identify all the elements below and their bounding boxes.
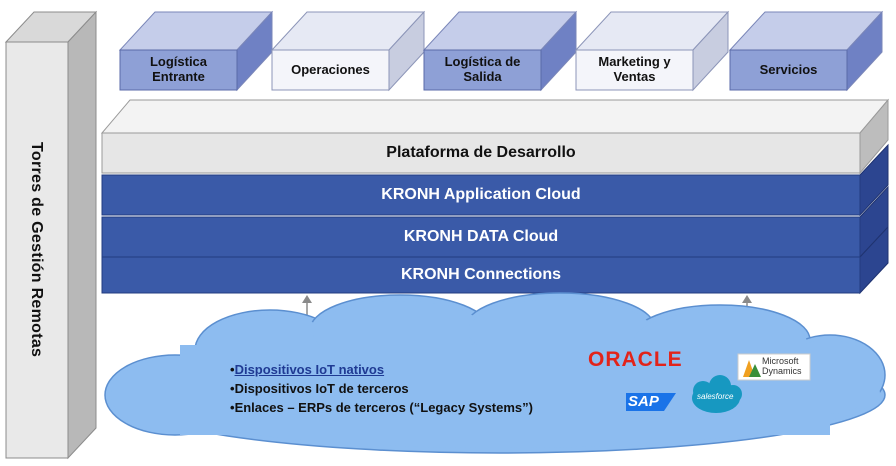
layer-label-data-cloud: KRONH DATA Cloud — [403, 227, 559, 245]
cloud-list-item: •Dispositivos IoT nativos — [230, 362, 385, 377]
sap-logo-shape — [626, 393, 676, 411]
top-block-marketing-ventas — [574, 10, 730, 92]
cloud-item-erps: Enlaces – ERPs de terceros (“Legacy Syst… — [234, 400, 533, 415]
top-block-logistica-salida — [422, 10, 578, 92]
platform-layer — [100, 98, 890, 175]
cloud-list: •Dispositivos IoT nativos •Dispositivos … — [230, 360, 533, 417]
tower-block — [4, 10, 98, 460]
platform-label: Plataforma de Desarrollo — [386, 143, 576, 161]
microsoft-logo-line2: Dynamics — [762, 366, 802, 376]
cloud-list-item: •Enlaces – ERPs de terceros (“Legacy Sys… — [230, 400, 533, 415]
top-block-line2: Salida — [463, 69, 502, 84]
layer-data-cloud — [101, 185, 889, 259]
salesforce-logo: salesforce — [697, 392, 734, 401]
top-block-line1: Logística — [149, 54, 208, 70]
tower-label: Torres de Gestión Remotas — [28, 142, 45, 358]
layer-connections — [101, 225, 889, 295]
salesforce-logo-shape — [692, 375, 742, 413]
microsoft-logo-box — [737, 353, 811, 381]
microsoft-logo-line1: Microsoft — [762, 356, 799, 366]
top-block-line1: Servicios — [759, 61, 818, 77]
top-block-label-operaciones: Operaciones — [272, 50, 389, 90]
oracle-logo: ORACLE — [588, 348, 683, 371]
top-block-line2: Ventas — [613, 69, 656, 84]
layer-label-connections: KRONH Connections — [401, 265, 561, 283]
top-block-line1: Operaciones — [291, 61, 370, 77]
tower-label-box: Torres de Gestión Remotas — [6, 42, 66, 458]
cloud-list-item: •Dispositivos IoT de terceros — [230, 381, 409, 396]
microsoft-dynamics-logo: Microsoft Dynamics — [762, 356, 802, 376]
top-block-line2: Entrante — [152, 69, 205, 84]
layer-label-application-cloud: KRONH Application Cloud — [381, 185, 581, 203]
top-block-label-servicios: Servicios — [730, 50, 847, 90]
top-block-servicios — [728, 10, 884, 92]
cloud-item-iot-terceros: Dispositivos IoT de terceros — [234, 381, 409, 396]
layer-application-cloud — [101, 143, 889, 217]
sap-logo: SAP — [628, 393, 659, 410]
cloud-item-iot-nativos[interactable]: Dispositivos IoT nativos — [234, 362, 385, 377]
top-block-line1: Marketing y — [598, 54, 671, 70]
top-block-line1: Logística de — [444, 54, 521, 70]
cloud-fill — [111, 299, 880, 448]
